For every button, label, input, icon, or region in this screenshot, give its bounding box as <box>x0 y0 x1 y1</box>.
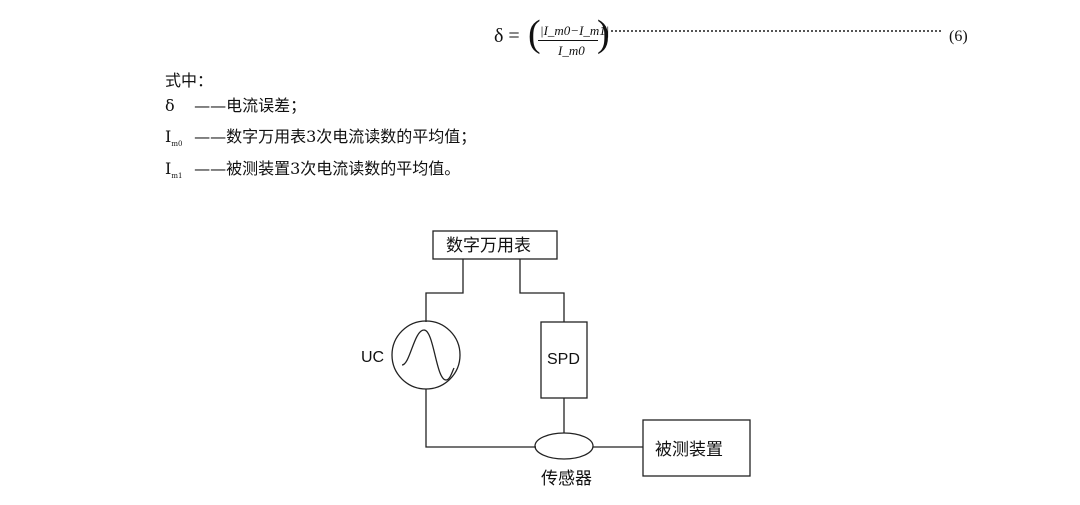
source-label: UC <box>361 349 384 366</box>
wire-multimeter-to-source <box>425 259 464 322</box>
legend-item-im1: Im1 ——被测装置3次电流读数的平均值。 <box>165 157 476 189</box>
device-label: 被测装置 <box>655 440 723 460</box>
legend-symbol: Im0 <box>165 127 183 149</box>
variable-legend: 式中： δ ——电流误差； Im0 ——数字万用表3次电流读数的平均值； Im1… <box>165 69 476 189</box>
multimeter-label: 数字万用表 <box>446 236 531 256</box>
legend-heading: 式中： <box>165 71 214 90</box>
equation-number: (6) <box>949 28 968 45</box>
formula-dot-leader <box>611 12 941 32</box>
wire-source-to-sensor <box>425 389 536 448</box>
legend-dash: —— <box>194 127 227 147</box>
wire-multimeter-to-spd <box>519 259 565 322</box>
legend-dash: —— <box>194 95 227 115</box>
multimeter-box <box>432 230 558 260</box>
legend-text: 电流误差； <box>226 95 307 115</box>
spd-label: SPD <box>547 351 580 368</box>
formula-denominator: I_m0 <box>558 43 585 58</box>
sine-wave-icon <box>401 329 455 381</box>
formula-right-paren: ) <box>597 13 610 55</box>
legend-text: 被测装置3次电流读数的平均值。 <box>226 158 461 178</box>
legend-item-delta: δ ——电流误差； <box>165 94 476 126</box>
formula-6: δ = ( |I_m0−I_m1| I_m0 ) (6) <box>0 0 1080 70</box>
formula-left-paren: ( <box>528 13 541 55</box>
sensor-label: 传感器 <box>541 469 592 489</box>
device-under-test-box <box>642 419 751 477</box>
legend-symbol: δ <box>165 95 175 115</box>
sensor-ellipse <box>534 432 594 460</box>
legend-symbol: Im1 <box>165 158 183 181</box>
legend-dash: —— <box>194 158 227 178</box>
formula-lhs: δ = <box>494 25 520 47</box>
formula-fraction-line <box>538 40 598 41</box>
legend-text: 数字万用表3次电流读数的平均值； <box>226 127 477 147</box>
legend-item-im0: Im0 ——数字万用表3次电流读数的平均值； <box>165 125 476 157</box>
formula-numerator: |I_m0−I_m1| <box>540 23 610 38</box>
